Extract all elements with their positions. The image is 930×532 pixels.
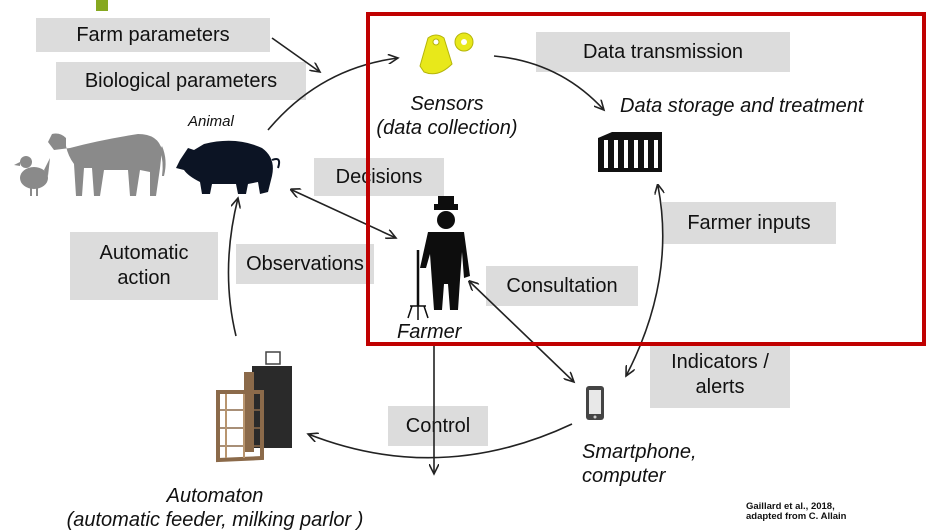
- smartphone-line2: computer: [582, 465, 666, 487]
- farmer-icon: [407, 196, 470, 320]
- sensors-label: Sensors (data collection): [362, 92, 532, 140]
- automatic-action-box: Automatic action: [70, 232, 218, 300]
- farm-parameters-box: Farm parameters: [36, 18, 270, 52]
- biological-parameters-box: Biological parameters: [56, 62, 306, 100]
- automatic-action-line2: action: [117, 267, 171, 289]
- automaton-line2: (automatic feeder, milking parlor ): [66, 509, 364, 531]
- sensors-line1: Sensors: [410, 93, 484, 115]
- arrow-farmer-animal: [292, 190, 396, 238]
- data-transmission-box: Data transmission: [536, 32, 790, 72]
- arrow-storage-to-smartphone: [626, 186, 663, 376]
- farmer-inputs-box: Farmer inputs: [662, 202, 836, 244]
- automaton-label: Automaton (automatic feeder, milking par…: [40, 484, 390, 532]
- arrow-farmer-smartphone: [470, 282, 574, 382]
- chicken-icon: [14, 156, 50, 196]
- smartphone-line1: Smartphone,: [582, 441, 697, 463]
- credit-line2: adapted from C. Allain: [746, 511, 847, 523]
- highlight-frame: [366, 12, 926, 346]
- observations-box: Observations: [236, 244, 374, 284]
- farmer-label: Farmer: [397, 321, 462, 343]
- server-rack-icon: [598, 132, 662, 172]
- indicators-line1: Indicators /: [671, 351, 769, 373]
- automaton-line1: Automaton: [166, 485, 264, 507]
- arrow-automaton-to-animal: [227, 198, 238, 337]
- credit-note: Gaillard et al., 2018, adapted from C. A…: [746, 501, 847, 523]
- accent-mark: [96, 0, 108, 11]
- control-box: Control: [388, 406, 488, 446]
- smartphone-icon: [586, 386, 604, 420]
- automatic-action-line1: Automatic: [99, 242, 189, 264]
- ear-tag-icon: [419, 32, 474, 75]
- animal-label: Animal: [188, 113, 234, 130]
- arrow-animal-to-sensors: [267, 58, 398, 131]
- sensors-line2: (data collection): [376, 117, 518, 139]
- indicators-alerts-box: Indicators / alerts: [650, 342, 790, 408]
- credit-line1: Gaillard et al., 2018,: [746, 501, 835, 512]
- arrow-smartphone-to-automaton: [308, 423, 573, 459]
- arrow-farm-params: [271, 37, 320, 72]
- indicators-line2: alerts: [695, 376, 745, 398]
- cow-icon: [48, 133, 166, 196]
- data-storage-label: Data storage and treatment: [620, 95, 864, 117]
- arrow-sensors-to-storage: [493, 55, 604, 110]
- pig-icon: [176, 140, 281, 194]
- smartphone-label: Smartphone, computer: [582, 440, 697, 488]
- feeder-icon: [216, 351, 292, 463]
